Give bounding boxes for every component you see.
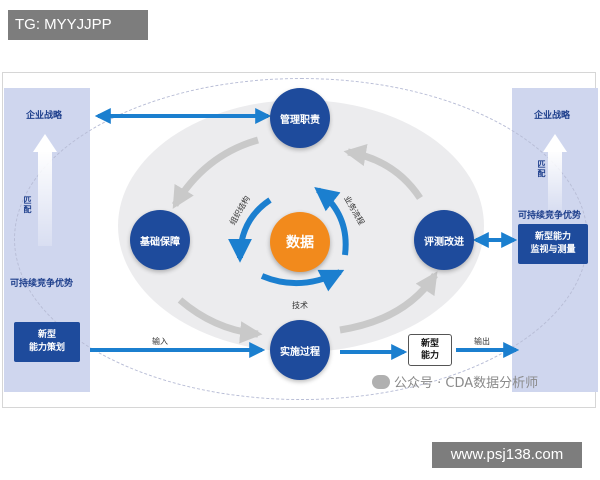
right-match-arrow bbox=[543, 134, 567, 210]
left-strategy-label: 企业战略 bbox=[26, 111, 63, 121]
blue-arrow-technology bbox=[260, 269, 345, 292]
gray-arrow-right-to-top bbox=[343, 143, 423, 200]
node-data: 数据 bbox=[270, 212, 330, 272]
blue-arrow-org-structure bbox=[228, 197, 272, 263]
capability-planning-line1: 新型 bbox=[37, 330, 56, 340]
blue-arrow-business-process bbox=[314, 187, 349, 256]
new-capability-box: 新型 能力 bbox=[408, 334, 452, 366]
gray-arrow-left-to-bottom bbox=[177, 297, 263, 344]
capability-monitoring-line1: 新型能力 bbox=[534, 232, 571, 242]
capability-monitoring-line2: 监视与测量 bbox=[530, 245, 576, 255]
new-capability-line1: 新型 bbox=[420, 339, 439, 349]
node-evaluation: 评测改进 bbox=[414, 210, 474, 270]
gray-arrow-top-to-left bbox=[171, 136, 259, 209]
new-capability-line2: 能力 bbox=[420, 351, 439, 361]
technology-label: 技术 bbox=[292, 301, 308, 310]
node-implementation: 实施过程 bbox=[270, 320, 330, 380]
node-management: 管理职责 bbox=[270, 88, 330, 148]
left-advantage-label: 可持续竞争优势 bbox=[10, 279, 74, 289]
capability-planning-line2: 能力策划 bbox=[28, 343, 65, 353]
output-label: 输出 bbox=[474, 337, 490, 346]
gray-arrow-bottom-to-right bbox=[339, 271, 438, 334]
input-label: 输入 bbox=[152, 337, 168, 346]
right-advantage-label: 可持续竞争优势 bbox=[518, 211, 582, 221]
capability-monitoring-box: 新型能力 监视与测量 bbox=[518, 224, 588, 264]
node-foundation: 基础保障 bbox=[130, 210, 190, 270]
wechat-logo-icon bbox=[372, 374, 390, 389]
watermark-text: 公众号 · CDA数据分析师 bbox=[394, 376, 539, 391]
capability-planning-box: 新型 能力策划 bbox=[14, 322, 80, 362]
right-strategy-label: 企业战略 bbox=[534, 111, 571, 121]
watermark: 公众号 · CDA数据分析师 bbox=[372, 372, 538, 391]
tag-banner: TG: MYYJJPP bbox=[8, 10, 148, 40]
left-match-arrow bbox=[33, 134, 57, 246]
right-match-label: 匹配 bbox=[537, 160, 546, 178]
site-banner: www.psj138.com bbox=[432, 442, 582, 468]
left-match-label: 匹配 bbox=[23, 196, 32, 214]
